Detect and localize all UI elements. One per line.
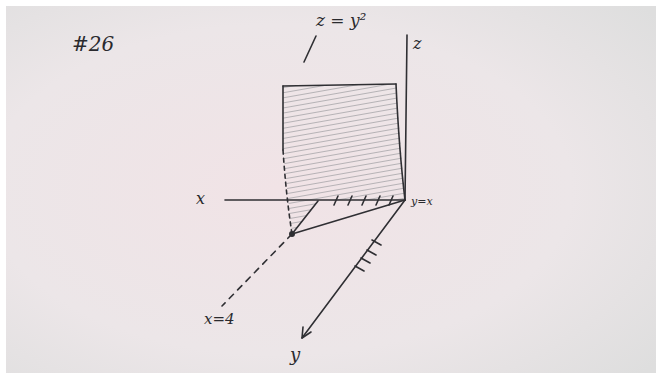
- surface-top-edge: [283, 84, 396, 86]
- line-x-4-top: [292, 201, 318, 234]
- parabola-curve: [396, 84, 405, 200]
- axis-label: z: [413, 36, 421, 52]
- surface-shading: [283, 84, 405, 234]
- y-axis: [302, 200, 405, 338]
- surface-equation: z = y²: [316, 12, 366, 29]
- surface-left-edge: [282, 86, 284, 150]
- line-x-4: [222, 234, 292, 306]
- z-axis: [405, 35, 407, 200]
- line-label: x=4: [204, 312, 235, 327]
- problem-number: #26: [72, 34, 114, 54]
- line-label: y=x: [411, 196, 433, 207]
- leader-line: [304, 36, 316, 62]
- axis-label: y: [290, 346, 300, 364]
- paper-sheet: [6, 6, 656, 373]
- surface-hidden-edge: [283, 150, 292, 234]
- x-ticks: [334, 196, 393, 205]
- axis-label: x: [196, 191, 205, 207]
- y-ticks: [355, 240, 381, 271]
- y-arrowhead: [302, 327, 311, 338]
- corner-point: [290, 232, 294, 236]
